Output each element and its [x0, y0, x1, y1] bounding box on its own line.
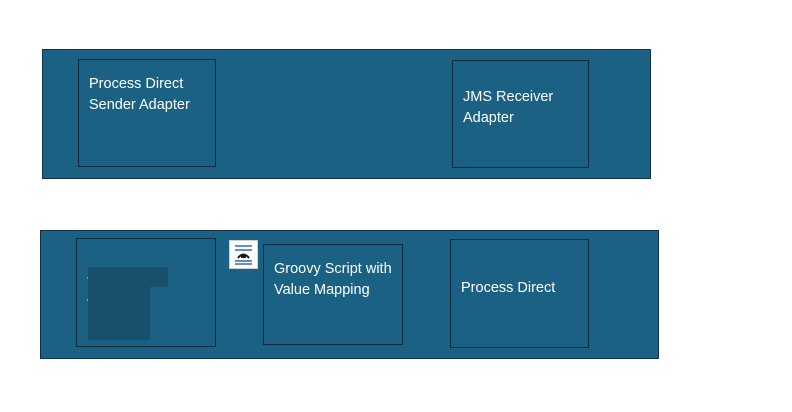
text-selection-highlight: [88, 287, 150, 340]
process-direct-sender-adapter-box[interactable]: Process Direct Sender Adapter: [78, 59, 216, 167]
layout-options-button[interactable]: [229, 240, 258, 269]
jms-receiver-adapter-label: JMS Receiver Adapter: [463, 89, 554, 126]
groovy-script-value-mapping-label: Groovy Script with Value Mapping: [274, 261, 392, 298]
process-direct-sender-adapter-label: Process Direct Sender Adapter: [89, 76, 190, 113]
process-direct-label: Process Direct: [461, 280, 556, 296]
groovy-script-value-mapping-box[interactable]: Groovy Script with Value Mapping: [263, 244, 403, 345]
process-direct-box[interactable]: Process Direct: [450, 239, 589, 348]
text-selection-highlight: [88, 267, 168, 287]
jms-receiver-adapter-box[interactable]: JMS Receiver Adapter: [452, 60, 589, 168]
layout-options-icon: [235, 245, 252, 265]
